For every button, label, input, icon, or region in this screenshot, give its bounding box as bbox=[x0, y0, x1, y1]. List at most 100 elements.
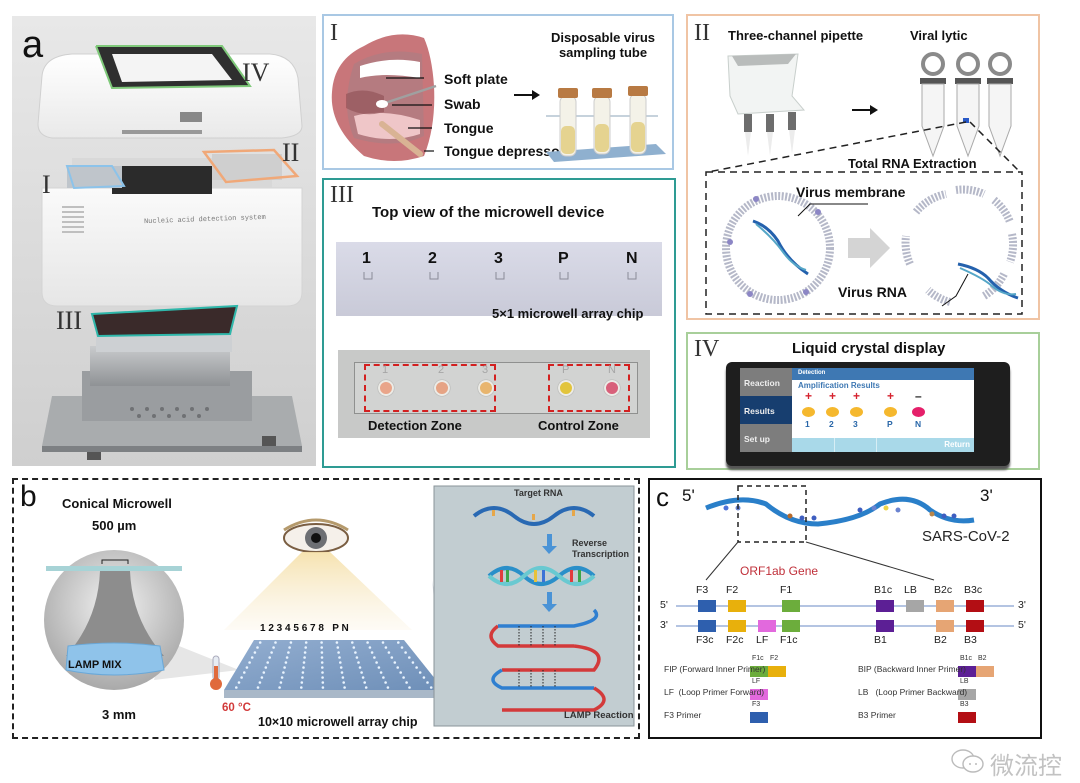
marker-III: III bbox=[56, 306, 82, 335]
microwell-dot bbox=[258, 641, 262, 644]
microwell-dot bbox=[320, 651, 324, 654]
sampling-tubes-rack bbox=[546, 86, 666, 162]
virus-name: SARS-CoV-2 bbox=[922, 528, 1010, 545]
microwell-dot bbox=[235, 686, 238, 689]
microwell-dot bbox=[341, 676, 345, 679]
microwell-dot bbox=[301, 671, 305, 674]
legend-text: LB (Loop Primer Backward) bbox=[858, 687, 968, 697]
microwell-dot bbox=[289, 641, 293, 644]
photo-well-label: 1 bbox=[382, 364, 389, 376]
microwell-dot bbox=[358, 666, 362, 669]
marker-II: II bbox=[282, 138, 300, 167]
panel-III-title: Top view of the microwell device bbox=[372, 204, 605, 221]
sars-cov-2-genome bbox=[705, 496, 975, 527]
microwell-dot bbox=[300, 686, 303, 689]
primer-region-bottom bbox=[782, 620, 800, 632]
chip-well-label: N bbox=[626, 250, 638, 267]
microwell-dot bbox=[415, 666, 418, 669]
microwell-dot bbox=[302, 666, 305, 669]
microwell-dot bbox=[397, 641, 400, 644]
microwell-dot bbox=[240, 676, 243, 679]
chip-caption: 5×1 microwell array chip bbox=[492, 306, 644, 321]
microwell-dot bbox=[321, 676, 324, 679]
microwell-dot bbox=[354, 651, 357, 654]
lcd-results-title: Amplification Results bbox=[798, 381, 880, 390]
region-label: B1 bbox=[874, 634, 887, 646]
mouth-illustration bbox=[331, 34, 540, 161]
microwell-dot bbox=[320, 661, 324, 664]
photo-well bbox=[604, 380, 620, 396]
magnified-view-box bbox=[705, 171, 1023, 315]
legend-swatch-label: LB bbox=[960, 678, 969, 685]
microwell-dot bbox=[340, 671, 344, 674]
microwell-dot bbox=[304, 646, 308, 649]
microwell-dot bbox=[274, 641, 277, 644]
chip-well-label: 2 bbox=[428, 250, 437, 267]
microwell-dot bbox=[379, 671, 383, 674]
lid-with-display bbox=[37, 45, 303, 139]
microwell-dot bbox=[335, 641, 339, 644]
primer-region-top bbox=[876, 600, 894, 612]
lcd-tab-results[interactable]: Results bbox=[740, 396, 792, 424]
lcd-tab-reaction[interactable]: Reaction bbox=[740, 368, 792, 396]
microwell-dot bbox=[268, 656, 271, 659]
region-label: F2c bbox=[726, 634, 744, 646]
result-sign: + bbox=[829, 389, 837, 403]
microwell-dot bbox=[370, 651, 374, 654]
legend-swatch bbox=[976, 666, 994, 677]
region-label: B2c bbox=[934, 584, 953, 596]
region-label: F2 bbox=[726, 584, 739, 596]
lytic-tube bbox=[987, 52, 1013, 158]
legend-swatch-label: B1c bbox=[960, 655, 973, 662]
microwell-dot bbox=[377, 666, 381, 669]
result-label: 3 bbox=[853, 419, 858, 429]
photo-well-label: 2 bbox=[438, 364, 445, 376]
region-label: B1c bbox=[874, 584, 893, 596]
result-sign: + bbox=[805, 389, 813, 403]
extraction-label: Total RNA Extraction bbox=[848, 156, 977, 171]
region-label: LB bbox=[904, 584, 917, 596]
array-chip-caption: 10×10 microwell array chip bbox=[258, 715, 418, 729]
control-zone-box bbox=[548, 364, 630, 412]
photo-well bbox=[478, 380, 494, 396]
genome-5-prime: 5' bbox=[682, 486, 695, 505]
region-label: F1c bbox=[780, 634, 798, 646]
module-II-highlight bbox=[201, 148, 300, 184]
membrane-label: Virus membrane bbox=[796, 184, 906, 200]
bottom-dimension: 3 mm bbox=[102, 707, 136, 722]
microwell-dot bbox=[342, 681, 346, 684]
lcd-tab-setup[interactable]: Set up bbox=[740, 424, 792, 452]
region-label: B3c bbox=[964, 584, 983, 596]
panel-IV-title: Liquid crystal display bbox=[792, 340, 946, 357]
lytic-title: Viral lytic bbox=[910, 28, 968, 43]
microwell-dot bbox=[400, 646, 404, 649]
microwell-dot bbox=[357, 661, 360, 664]
microwell-dot bbox=[422, 676, 426, 679]
microwell-dot bbox=[303, 651, 307, 654]
chip-render: 1 2 3 P N bbox=[336, 242, 662, 316]
conical-title: Conical Microwell bbox=[62, 496, 172, 511]
legend-swatch-label: B3 bbox=[960, 701, 969, 708]
label-tongue-depressor: Tongue depressor bbox=[444, 143, 566, 159]
result-label: N bbox=[915, 419, 922, 429]
sampling-tube bbox=[628, 86, 648, 155]
legend-swatch bbox=[750, 712, 768, 723]
result-sign: – bbox=[915, 389, 922, 403]
zoom-region-box bbox=[737, 485, 807, 543]
detection-zone-box bbox=[364, 364, 496, 412]
microwell-dot bbox=[361, 676, 365, 679]
microwell-dot bbox=[260, 676, 264, 679]
photo-well-label: P bbox=[562, 364, 570, 376]
legend-swatch bbox=[750, 689, 768, 700]
down-arrow-icon bbox=[542, 592, 557, 612]
microwell-dot bbox=[418, 671, 422, 674]
microwell-array-chip bbox=[224, 640, 444, 698]
microwell-dot bbox=[338, 656, 341, 659]
chip-column-labels: 1 2 3 4 5 6 7 8 P N bbox=[260, 623, 349, 634]
microwell-dot bbox=[304, 641, 308, 644]
lcd-return-button[interactable]: Return bbox=[944, 440, 970, 449]
light-beam bbox=[224, 552, 412, 630]
chip-workflow-illustration bbox=[44, 485, 635, 727]
label-swab: Swab bbox=[444, 96, 481, 112]
